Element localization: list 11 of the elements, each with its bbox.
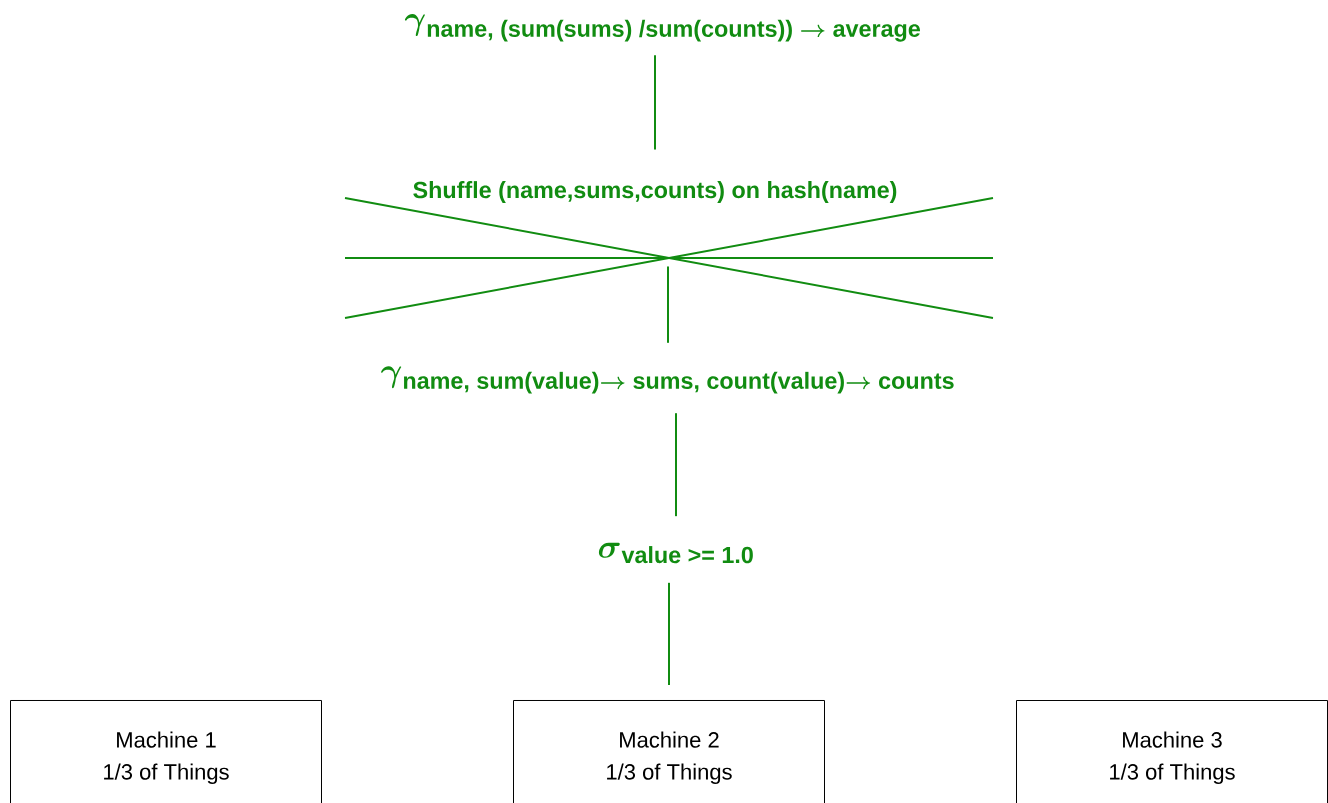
machine-box: Machine 3 1/3 of Things — [1016, 700, 1328, 803]
operator-label: $\boldsymbol{\gamma}_{\text{name, sum(value)}\boldsymbol{\rightarrow}\text{ sums, count(value)}\boldsymbol{\rightarrow}\text{ counts}}$ — [381, 366, 954, 394]
connector-line — [668, 581, 670, 686]
machine-box: Machine 1 1/3 of Things — [10, 700, 322, 803]
connector-line — [667, 265, 669, 344]
operator-label: $\boldsymbol{\gamma}_{\text{name, (sum(sums) /sum(counts)) }\boldsymbol{\rightarrow}\text{ average}}$ — [404, 14, 920, 42]
connector-line — [675, 412, 677, 518]
machine-box: Machine 2 1/3 of Things — [513, 700, 825, 803]
operator-label: $\boldsymbol{\sigma}_{\text{value >= 1.0}}$ — [598, 542, 753, 564]
connector-line — [654, 54, 656, 151]
operator-label: Shuffle (name,sums,counts) on hash(name) — [413, 181, 897, 203]
